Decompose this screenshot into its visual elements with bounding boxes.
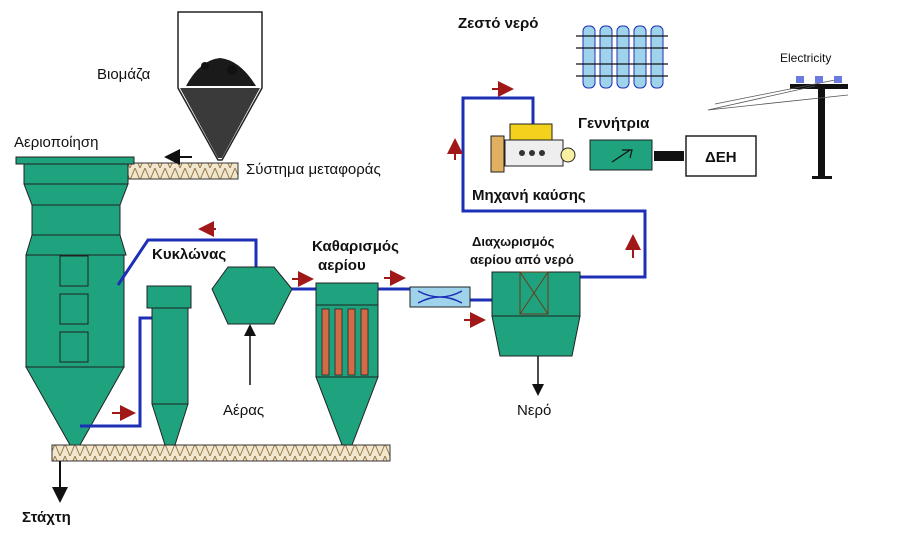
label-hot-water: Ζεστό νερό: [458, 15, 538, 32]
label-air: Αέρας: [223, 402, 264, 419]
label-cyclone: Κυκλώνας: [152, 246, 226, 263]
gas-pipes: [80, 96, 647, 428]
label-conveyor: Σύστημα μεταφοράς: [246, 161, 381, 178]
label-gasification: Αεριοποίηση: [14, 134, 98, 151]
label-separation-2: αερίου από νερό: [470, 252, 574, 267]
label-engine: Μηχανή καύσης: [472, 187, 586, 204]
biomass-hopper: [177, 11, 263, 161]
bottom-conveyor: [51, 444, 391, 462]
label-gas-cleaning-2: αερίου: [318, 257, 366, 274]
label-separation-1: Διαχωρισμός: [472, 234, 555, 249]
flow-arrows: [112, 81, 641, 421]
gas-water-separator: [491, 271, 581, 357]
power-pylon-icon: [707, 76, 849, 179]
gas-cleaner: [315, 282, 379, 446]
label-water: Νερό: [517, 402, 551, 419]
generator: [589, 139, 653, 171]
top-conveyor: [126, 162, 239, 180]
label-utility: ΔΕΗ: [705, 149, 737, 166]
label-generator: Γεννήτρια: [578, 115, 650, 132]
gas-cooler: [409, 286, 471, 308]
label-ash: Στάχτη: [22, 509, 71, 526]
label-biomass: Βιομάζα: [97, 66, 151, 83]
label-gas-cleaning-1: Καθαρισμός: [312, 238, 399, 255]
utility-box: [685, 135, 757, 177]
label-electricity: Electricity: [780, 51, 831, 65]
air-mixer: [211, 266, 293, 325]
cyclone: [146, 285, 192, 446]
gasifier: [15, 156, 135, 446]
hot-water-exchanger: [576, 22, 668, 94]
combustion-engine: [490, 123, 576, 173]
